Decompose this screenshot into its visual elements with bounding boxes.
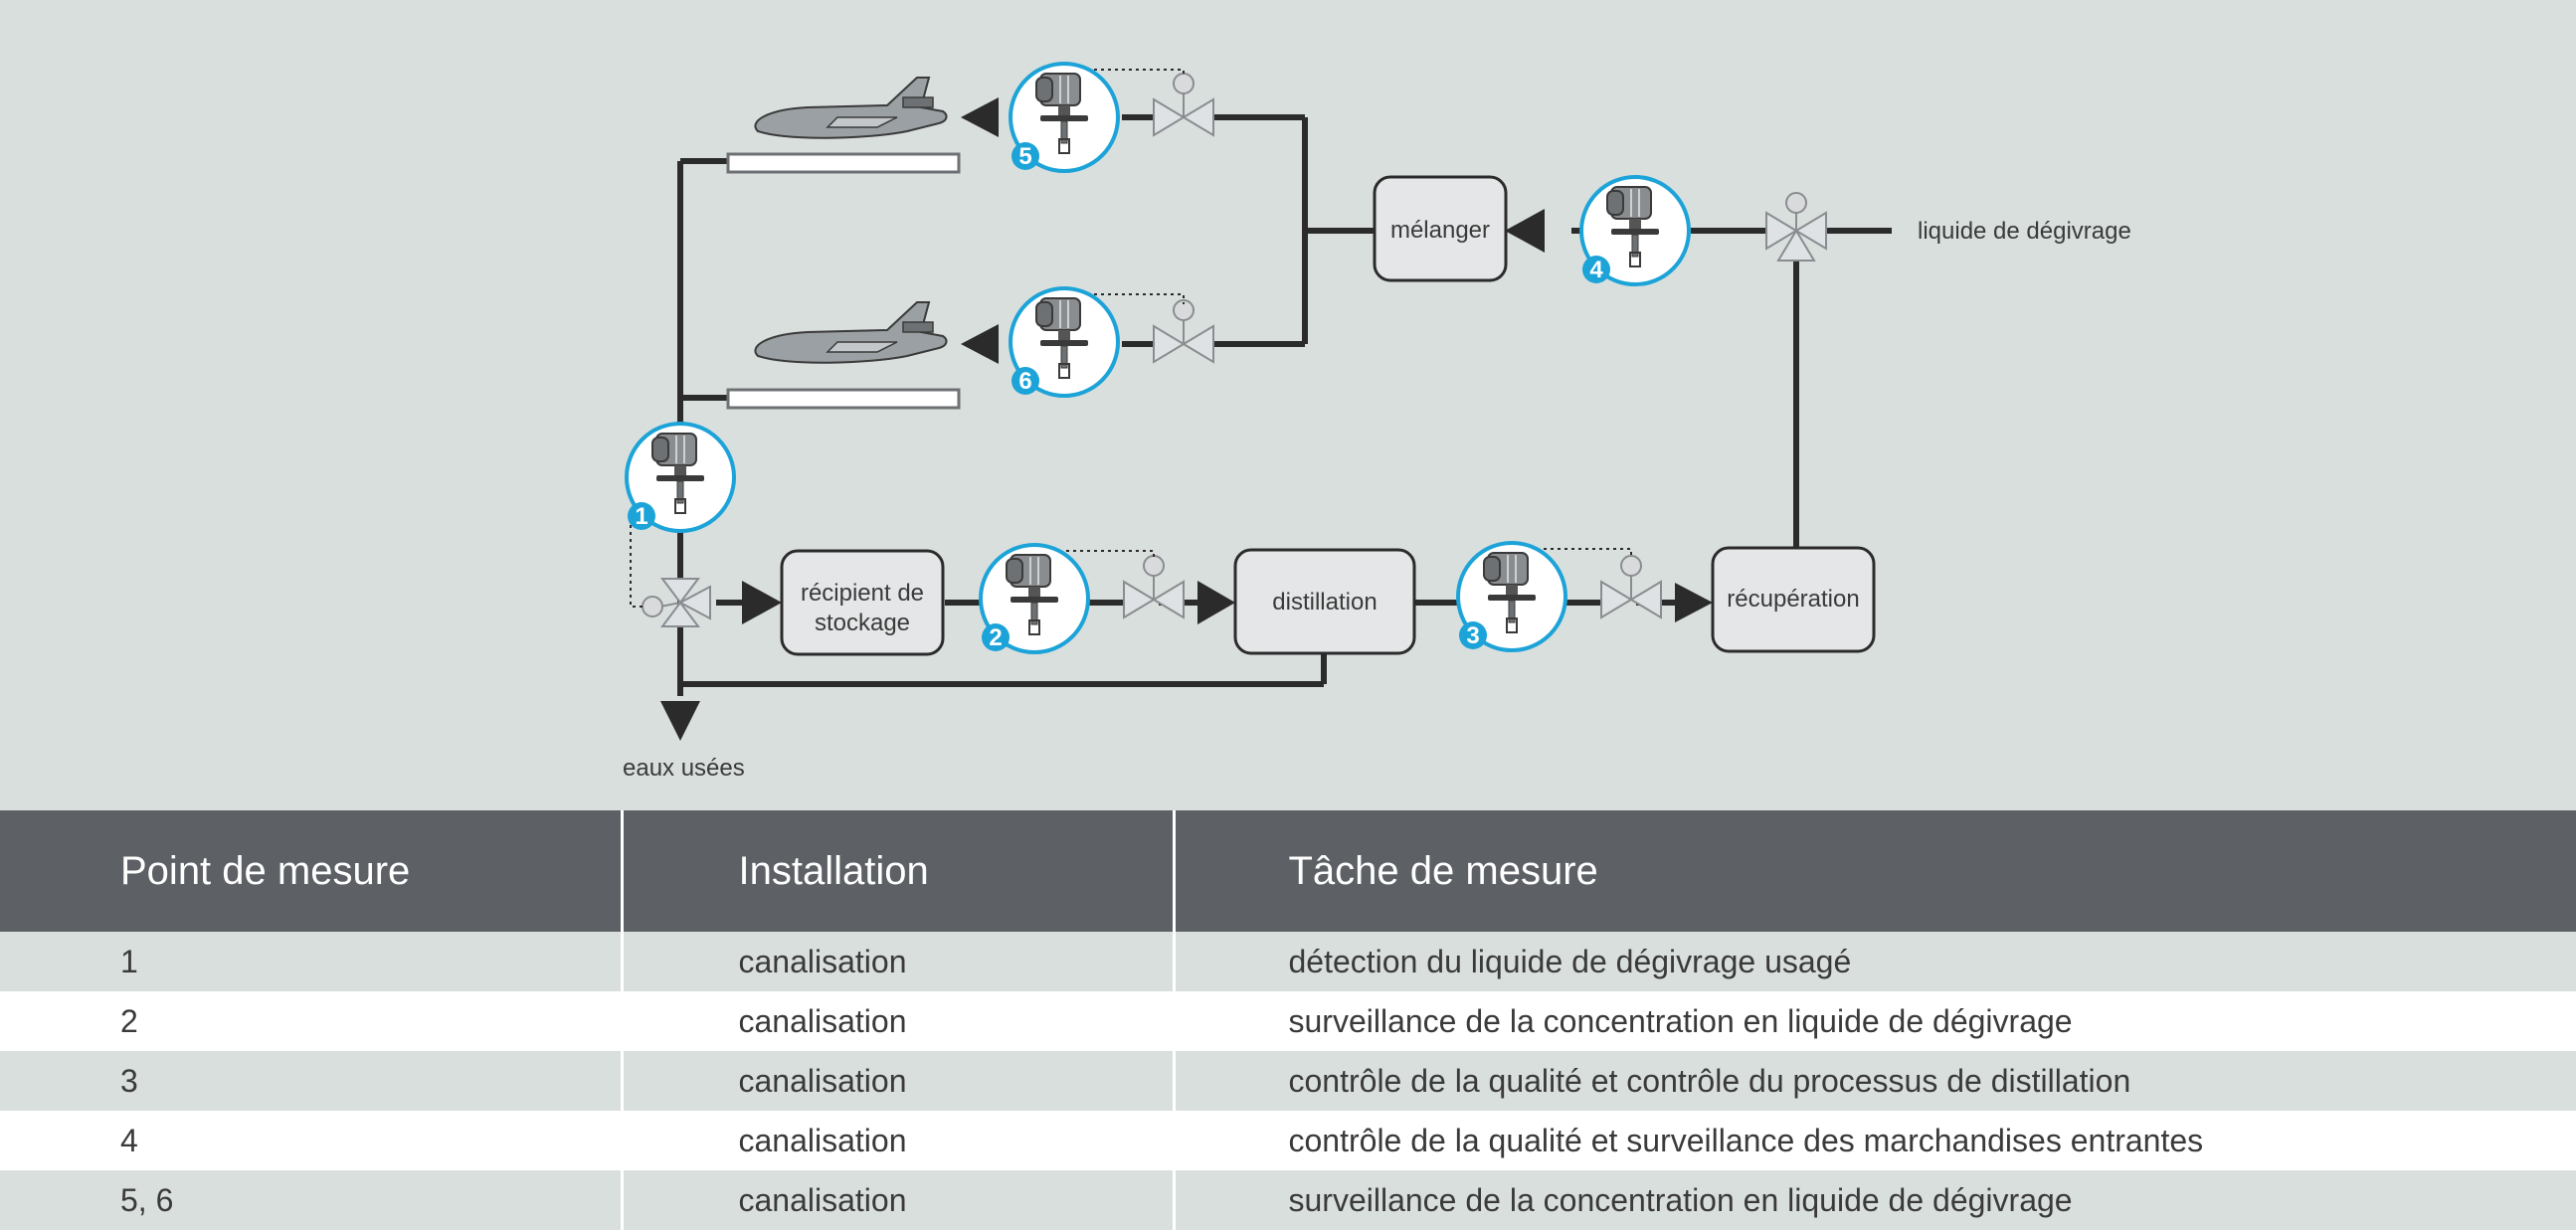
three-way-valve-icon	[642, 578, 711, 627]
arrow-waste-water	[660, 701, 700, 741]
cell-point: 1	[0, 932, 622, 991]
diagram-background	[0, 0, 2576, 810]
deicing-pad-2	[726, 388, 961, 410]
flow-arrows	[660, 97, 1713, 741]
sensor-2: 2	[979, 543, 1090, 654]
cell-point: 5, 6	[0, 1170, 622, 1230]
sensor-number-2: 2	[989, 624, 1002, 651]
cell-task: surveillance de la concentration en liqu…	[1172, 1170, 2576, 1230]
deicing-fluid-label: liquide de dégivrage	[1918, 218, 2131, 245]
cell-task: détection du liquide de dégivrage usagé	[1172, 932, 2576, 991]
arrow-to-mixer	[1505, 209, 1545, 253]
sensor-number-5: 5	[1018, 143, 1031, 170]
sensor-number-3: 3	[1466, 622, 1479, 649]
sensor-4: 4	[1579, 175, 1691, 286]
table-row: 5, 6 canalisation surveillance de la con…	[0, 1170, 2576, 1230]
cell-installation: canalisation	[620, 1170, 1174, 1230]
arrow-to-distillation	[1197, 581, 1235, 624]
header-installation: Installation	[620, 810, 1174, 932]
arrow-to-storage	[742, 581, 782, 624]
deicing-pad-1	[726, 152, 961, 174]
sensor-number-1: 1	[635, 503, 647, 530]
cell-installation: canalisation	[620, 1111, 1174, 1170]
box-storage-vessel: récipient de stockage	[780, 549, 945, 656]
table-row: 1 canalisation détection du liquide de d…	[0, 932, 2576, 991]
cell-point: 4	[0, 1111, 622, 1170]
sensor-6: 6	[1009, 286, 1120, 398]
cell-installation: canalisation	[620, 1051, 1174, 1111]
distillation-label: distillation	[1272, 589, 1377, 616]
measurement-table: Point de mesure Installation Tâche de me…	[0, 810, 2576, 1230]
sensor-number-6: 6	[1018, 368, 1031, 395]
arrow-to-plane-2	[961, 324, 999, 364]
cell-point: 2	[0, 991, 622, 1051]
table-header-row: Point de mesure Installation Tâche de me…	[0, 810, 2576, 932]
sensor-1: 1	[625, 422, 736, 533]
cell-point: 3	[0, 1051, 622, 1111]
box-mixer: mélanger	[1373, 175, 1508, 282]
header-measuring-point: Point de mesure	[0, 810, 622, 932]
box-recuperation: récupération	[1711, 546, 1876, 653]
table-row: 2 canalisation surveillance de la concen…	[0, 991, 2576, 1051]
cell-task: contrôle de la qualité et contrôle du pr…	[1172, 1051, 2576, 1111]
table-row: 3 canalisation contrôle de la qualité et…	[0, 1051, 2576, 1111]
storage-label-line1: récipient de	[801, 580, 924, 607]
arrow-to-plane-1	[961, 97, 999, 137]
arrow-to-recuperation	[1675, 583, 1713, 622]
sensor-3: 3	[1456, 541, 1567, 652]
cell-installation: canalisation	[620, 991, 1174, 1051]
table-row: 4 canalisation contrôle de la qualité et…	[0, 1111, 2576, 1170]
waste-water-label: eaux usées	[623, 755, 745, 782]
process-diagram: récipient de stockage distillation récup…	[0, 0, 2576, 810]
cell-task: contrôle de la qualité et surveillance d…	[1172, 1111, 2576, 1170]
header-measuring-task: Tâche de mesure	[1172, 810, 2576, 932]
sensor-number-4: 4	[1589, 257, 1603, 283]
sensor-5: 5	[1009, 62, 1120, 173]
box-distillation: distillation	[1233, 548, 1416, 655]
mixer-label: mélanger	[1390, 217, 1490, 244]
cell-task: surveillance de la concentration en liqu…	[1172, 991, 2576, 1051]
three-way-valve-icon	[1765, 192, 1827, 262]
recuperation-label: récupération	[1727, 586, 1859, 613]
measurement-table-container: Point de mesure Installation Tâche de me…	[0, 810, 2576, 1231]
storage-label-line2: stockage	[815, 610, 910, 636]
cell-installation: canalisation	[620, 932, 1174, 991]
